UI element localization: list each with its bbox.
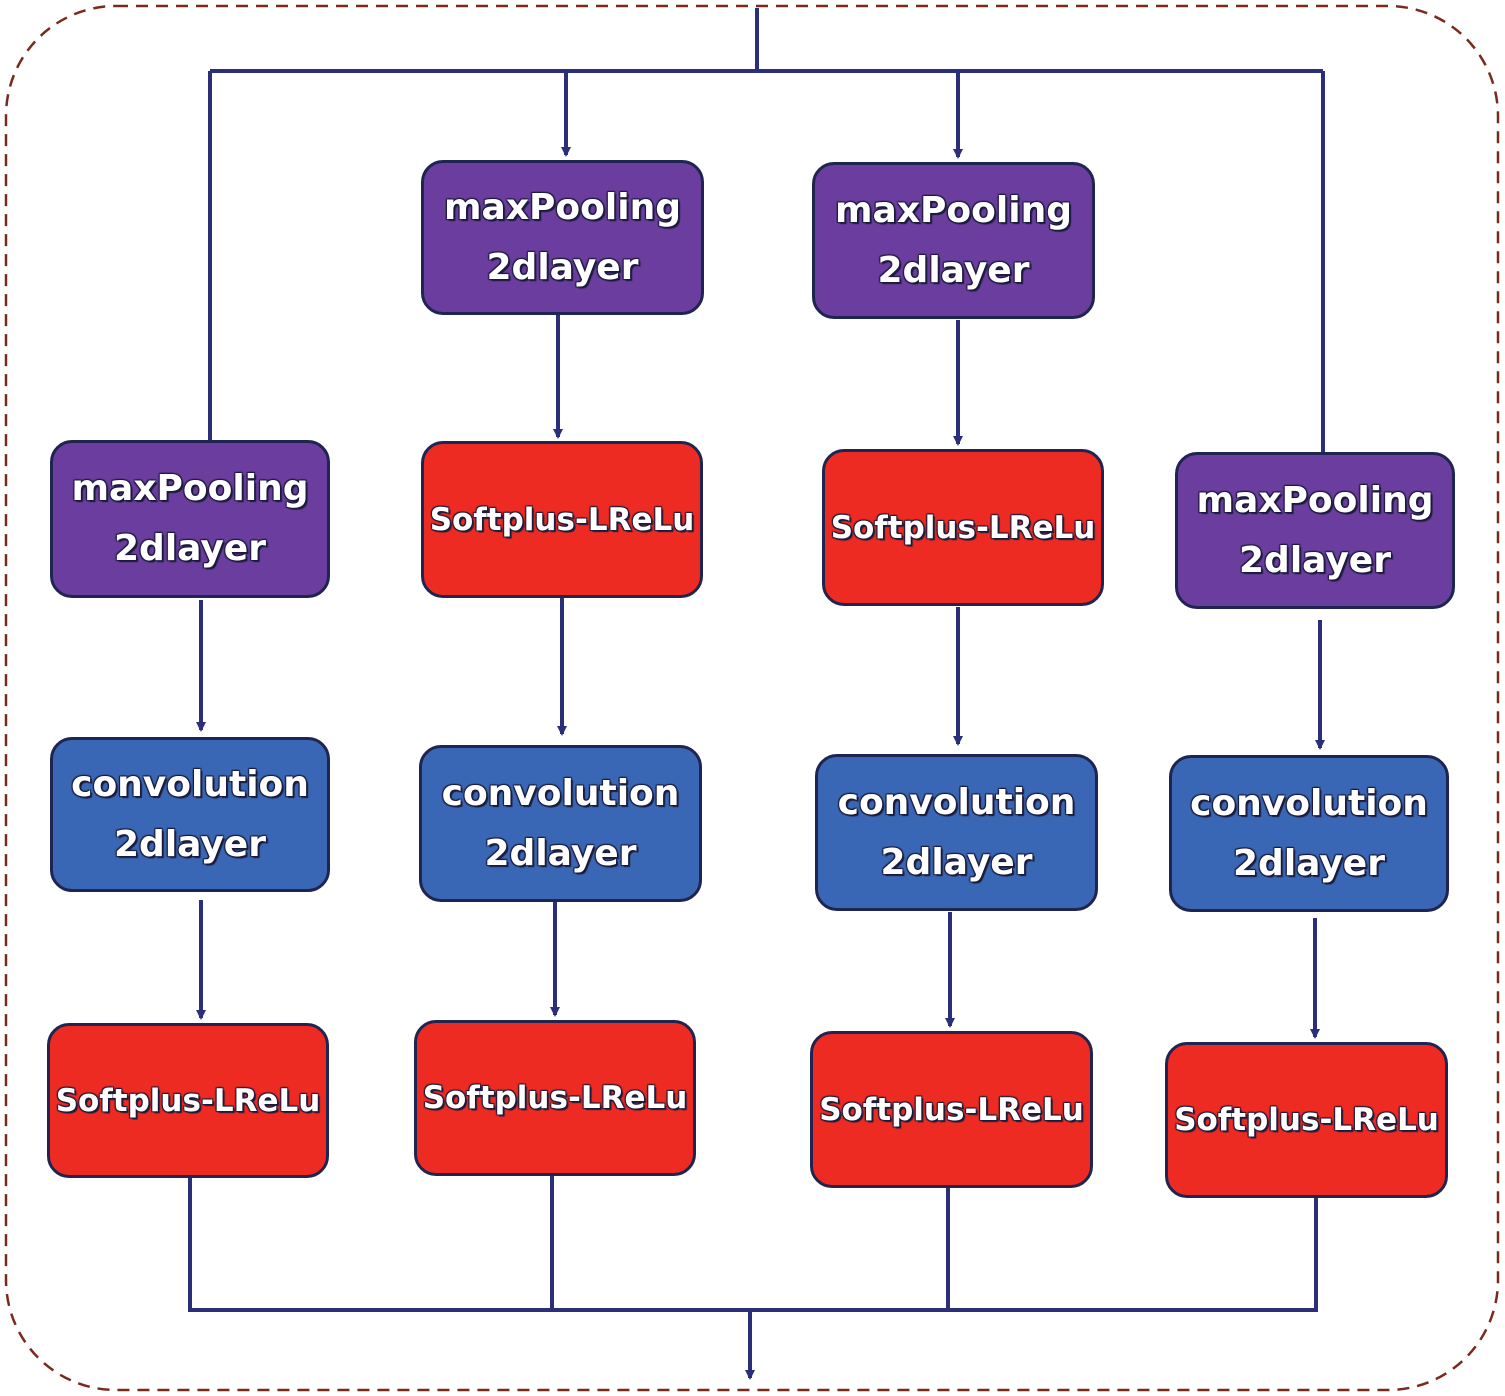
activation-node-branch-1: Softplus-LReLu — [47, 1023, 329, 1178]
maxpool-node-branch-1: maxPooling 2dlayer — [50, 440, 330, 598]
maxpool-node-branch-3: maxPooling 2dlayer — [812, 162, 1095, 319]
activation-label: Softplus-LReLu — [1174, 1102, 1439, 1138]
activation-node-branch-2-b: Softplus-LReLu — [414, 1020, 696, 1176]
activation-node-branch-2-a: Softplus-LReLu — [421, 441, 703, 598]
convolution-label: convolution 2dlayer — [441, 772, 680, 874]
activation-label: Softplus-LReLu — [429, 501, 695, 538]
activation-label: Softplus-LReLu — [830, 509, 1096, 546]
maxpool-node-branch-4: maxPooling 2dlayer — [1175, 452, 1455, 609]
convolution-label: convolution 2dlayer — [1190, 782, 1428, 884]
maxpool-label: maxPooling 2dlayer — [1196, 479, 1434, 581]
activation-node-branch-3-b: Softplus-LReLu — [810, 1031, 1093, 1188]
convolution-node-branch-1: convolution 2dlayer — [50, 737, 330, 892]
activation-label: Softplus-LReLu — [819, 1091, 1084, 1128]
maxpool-label: maxPooling 2dlayer — [444, 186, 681, 288]
maxpool-label: maxPooling 2dlayer — [835, 189, 1072, 291]
maxpool-label: maxPooling 2dlayer — [71, 468, 309, 569]
convolution-label: convolution 2dlayer — [71, 763, 309, 865]
convolution-label: convolution 2dlayer — [837, 781, 1076, 883]
convolution-node-branch-4: convolution 2dlayer — [1169, 755, 1449, 912]
activation-label: Softplus-LReLu — [55, 1082, 321, 1119]
module-boundary — [4, 4, 1500, 1392]
convolution-node-branch-3: convolution 2dlayer — [815, 754, 1098, 911]
activation-node-branch-3-a: Softplus-LReLu — [822, 449, 1104, 606]
maxpool-node-branch-2: maxPooling 2dlayer — [421, 160, 704, 315]
activation-label: Softplus-LReLu — [422, 1080, 688, 1116]
activation-node-branch-4: Softplus-LReLu — [1165, 1042, 1448, 1198]
convolution-node-branch-2: convolution 2dlayer — [419, 745, 702, 902]
